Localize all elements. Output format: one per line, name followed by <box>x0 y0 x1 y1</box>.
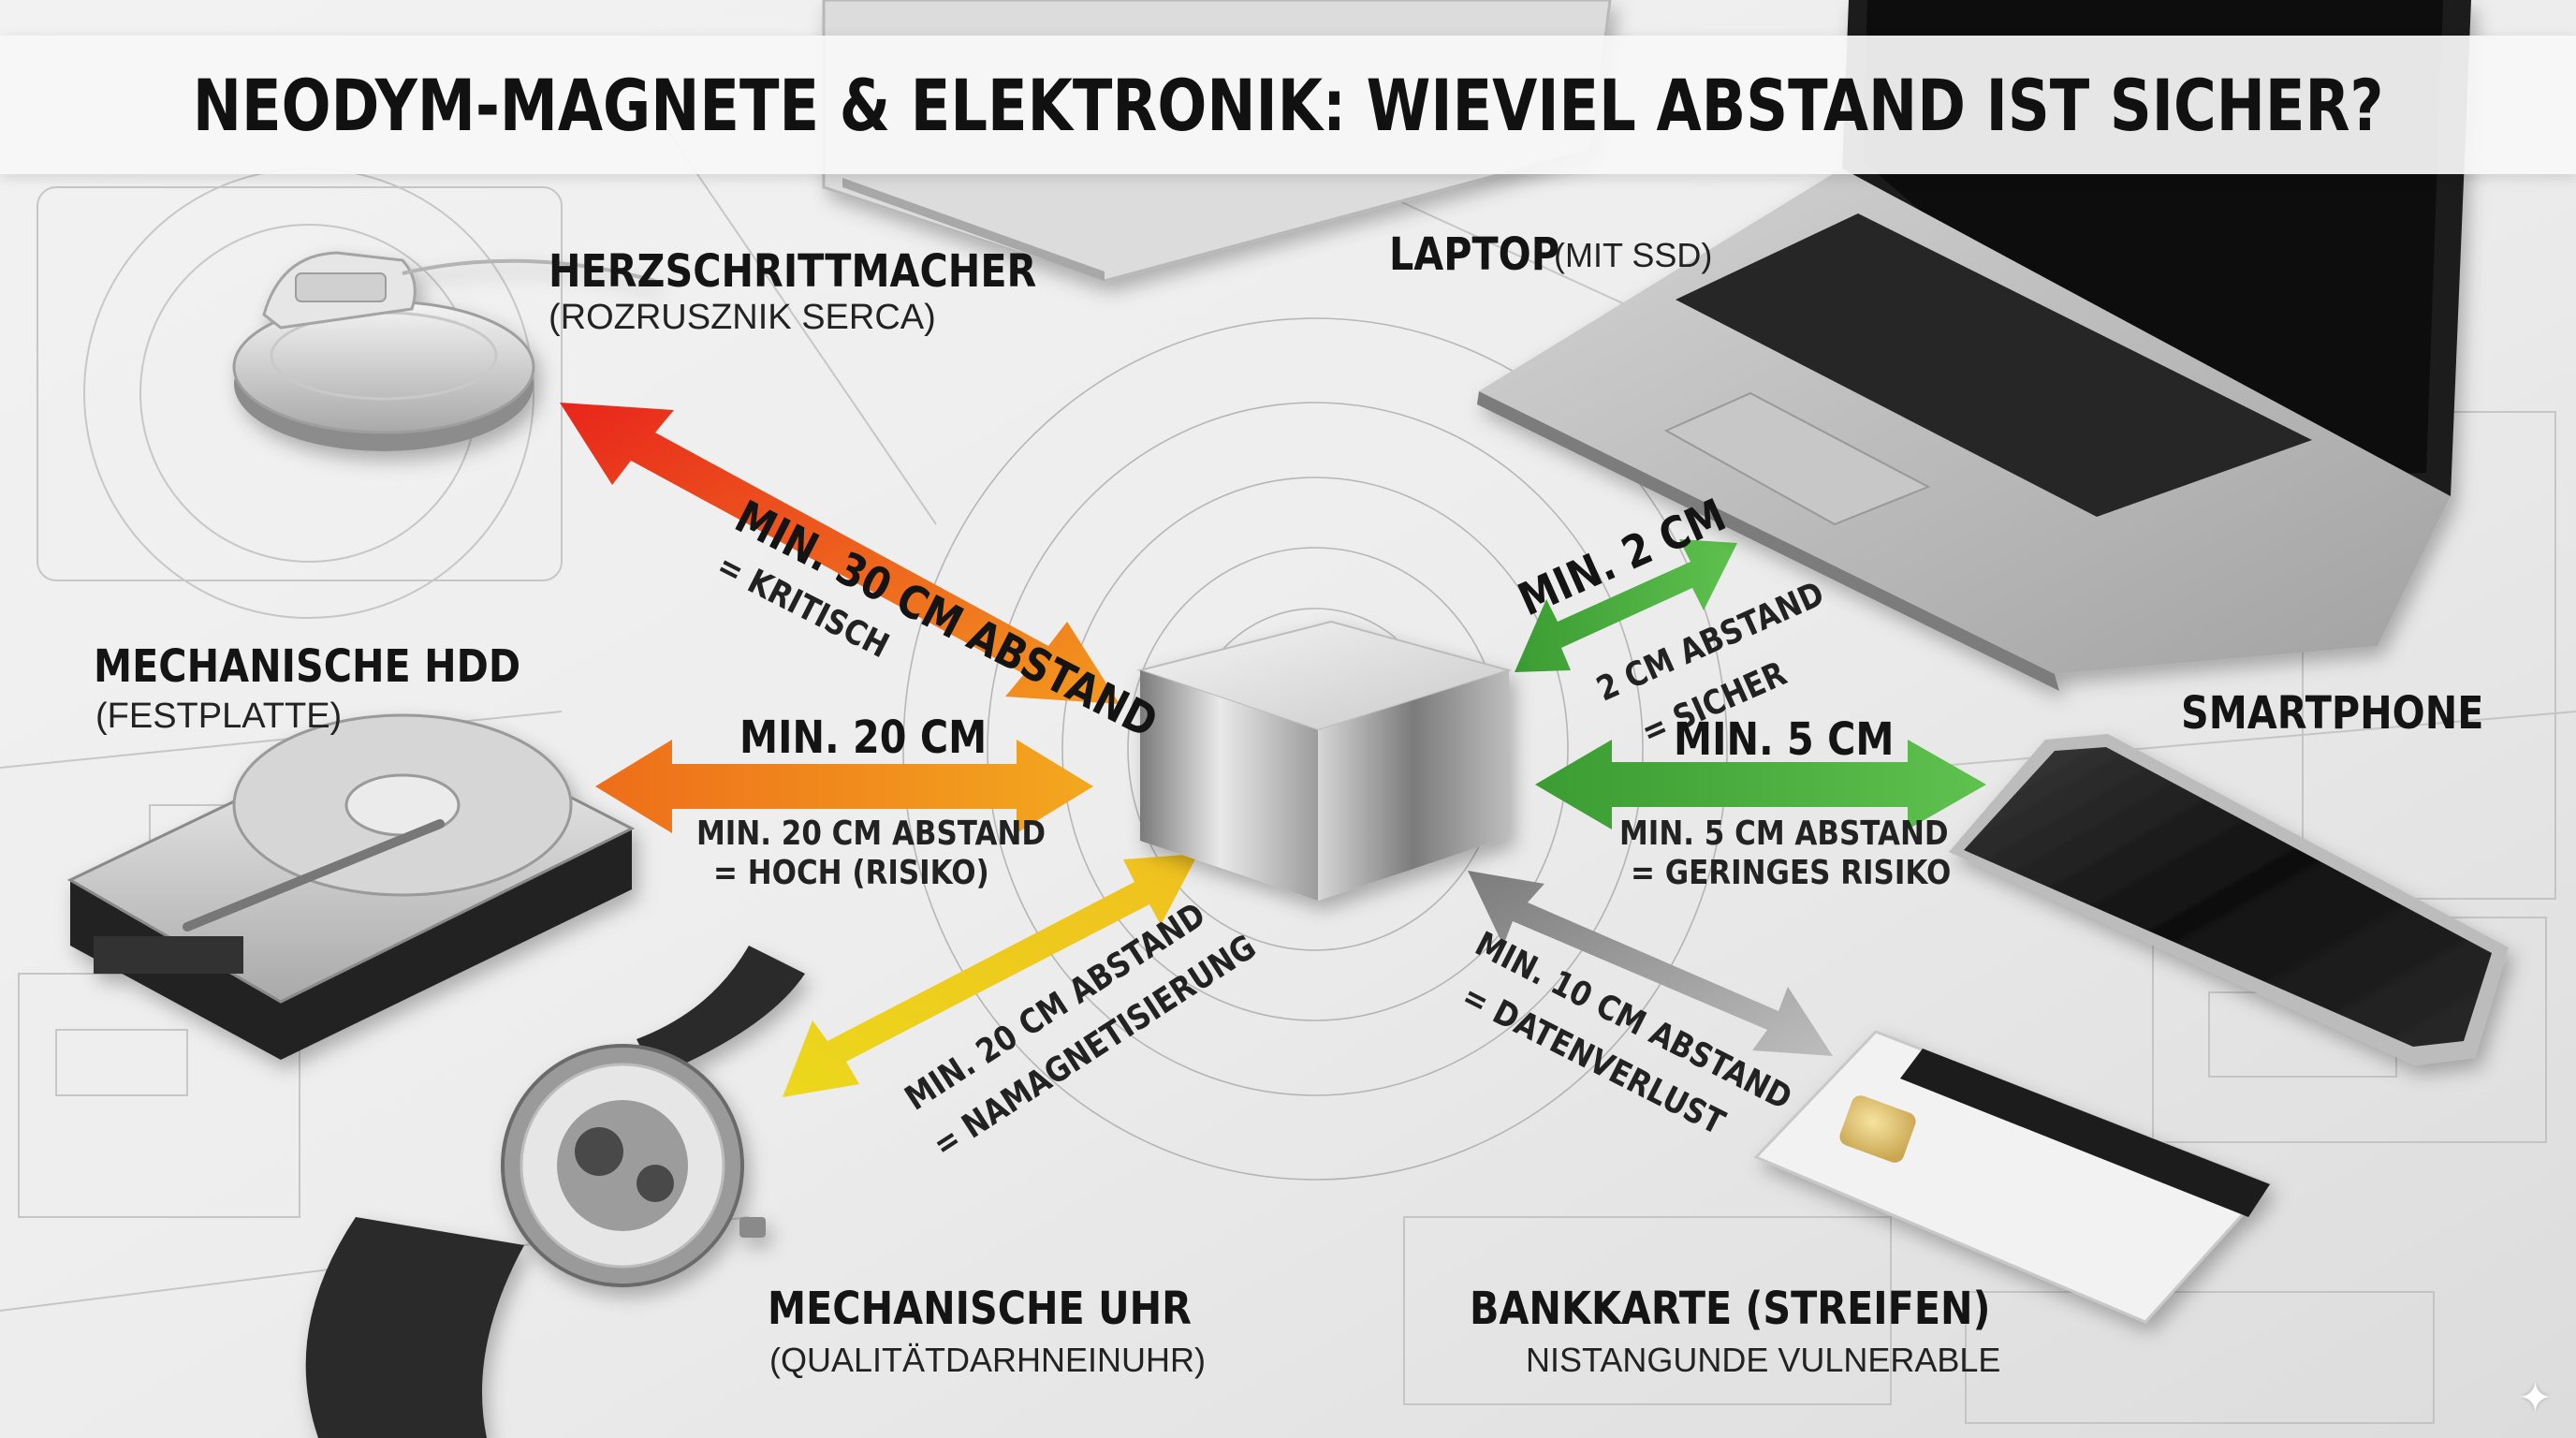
mechanical-watch-device <box>305 946 805 1438</box>
label-card-name: BANKKARTE (STREIFEN) <box>1470 1283 1991 1335</box>
arrow-smartphone-sub2: = GERINGES RISIKO <box>1631 854 1952 892</box>
arrow-laptop <box>1515 539 1737 672</box>
sparkle-icon: ✦ <box>2518 1375 2553 1421</box>
label-laptop-name: LAPTOP <box>1389 228 1560 281</box>
smartphone-device <box>1949 734 2509 1065</box>
arrow-pacemaker <box>560 403 1120 704</box>
arrow-hdd-sub1: MIN. 20 CM ABSTAND <box>696 814 1046 853</box>
label-hdd-name: MECHANISCHE HDD <box>94 640 521 693</box>
arrow-hdd-sub2: = HOCH (RISIKO) <box>713 854 989 892</box>
neodymium-magnet-cube <box>1136 620 1513 901</box>
arrow-smartphone <box>1535 740 1986 829</box>
label-card-sub: NISTANGUNDE VULNERABLE <box>1526 1341 2001 1379</box>
label-watch-name: MECHANISCHE UHR <box>768 1283 1192 1335</box>
label-pacemaker-name: HERZSCHRITTMACHER <box>549 245 1037 298</box>
label-hdd-sub: (FESTPLATTE) <box>95 697 343 736</box>
arrow-hdd-label: MIN. 20 CM <box>739 712 988 764</box>
label-pacemaker-sub: (ROZRUSZNIK SERCA) <box>549 298 936 337</box>
arrow-watch <box>783 854 1198 1097</box>
label-smartphone-name: SMARTPHONE <box>2181 687 2484 740</box>
pacemaker-device <box>232 251 656 451</box>
arrow-hdd <box>595 740 1093 833</box>
arrow-smartphone-sub1: MIN. 5 CM ABSTAND <box>1619 814 1949 853</box>
page-title: NEODYM-MAGNETE & ELEKTRONIK: WIEVIEL ABS… <box>192 63 2384 147</box>
arrow-smartphone-label: MIN. 5 CM <box>1674 713 1895 766</box>
label-laptop-sub: (MIT SSD) <box>1554 236 1713 274</box>
arrow-card <box>1468 871 1833 1056</box>
title-bar: NEODYM-MAGNETE & ELEKTRONIK: WIEVIEL ABS… <box>0 36 2576 174</box>
label-watch-sub: (QUALITÄTDARHNEINUHR) <box>769 1341 1207 1379</box>
bank-card-device <box>1753 1030 2273 1324</box>
hdd-device <box>66 713 636 1060</box>
